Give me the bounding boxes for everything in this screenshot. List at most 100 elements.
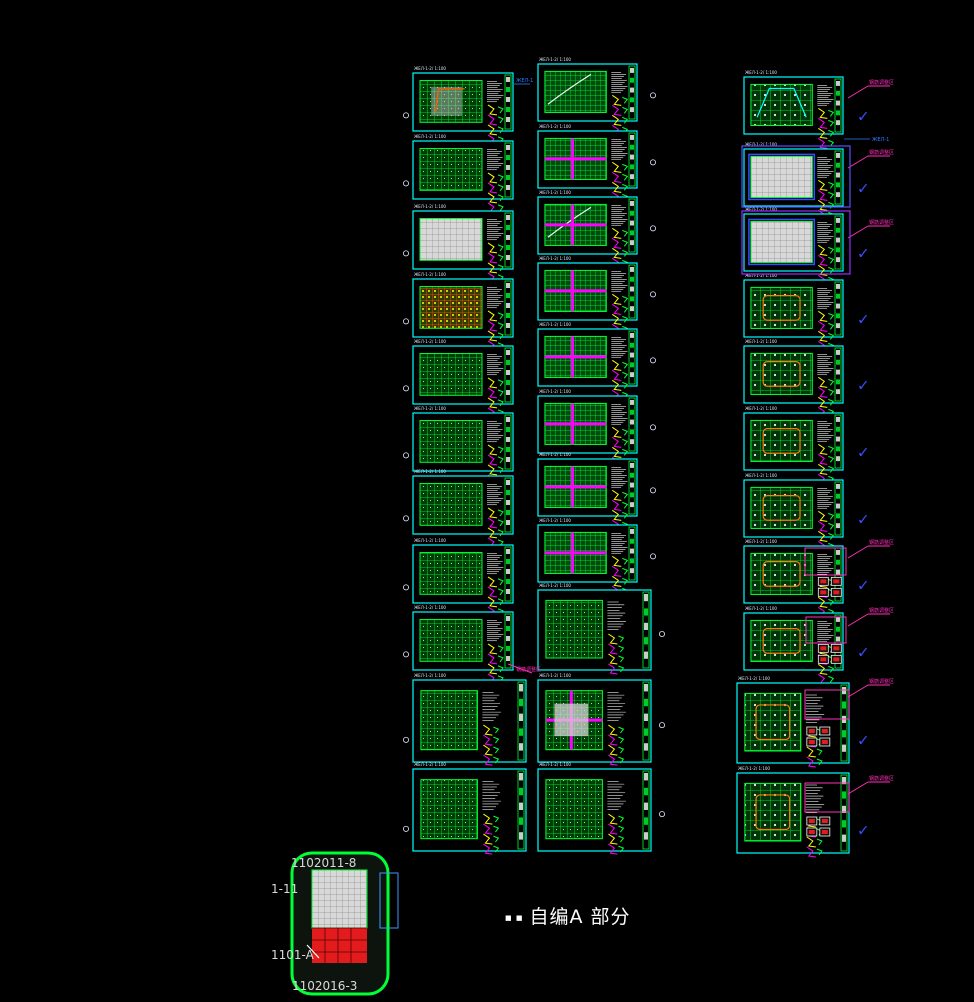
detail-mark [622, 511, 629, 519]
check-mark-icon[interactable]: ✓ [857, 643, 870, 661]
sheet-marker-circle[interactable] [659, 722, 666, 729]
sheet-marker-circle[interactable] [650, 92, 657, 99]
sheet-marker-circle[interactable] [402, 515, 409, 522]
selection-box[interactable] [741, 210, 851, 275]
title-block-mark [836, 569, 840, 575]
sheet-right-4[interactable]: ЖЕЛ-1-2/ 1:100 [743, 273, 844, 352]
check-mark-icon[interactable]: ✓ [857, 179, 870, 197]
markup-callout[interactable]: 钢筋调整区 [847, 539, 894, 559]
check-mark-icon[interactable]: ✓ [857, 731, 870, 749]
check-mark-icon[interactable]: ✓ [857, 443, 870, 461]
detail-red-fill [808, 740, 815, 744]
sheet-marker-circle[interactable] [650, 553, 657, 560]
sheet-marker-circle[interactable] [402, 318, 409, 325]
sheet-marker-circle[interactable] [402, 651, 409, 658]
sheet-marker-circle[interactable] [650, 291, 657, 298]
title-block-mark [644, 802, 648, 810]
detail-mark [487, 242, 498, 254]
sheet-left-11[interactable]: ЖЕЛ-1-2/ 1:100 [412, 762, 527, 855]
sheet-marker-circle[interactable] [650, 487, 657, 494]
sheet-marker-circle[interactable] [650, 159, 657, 166]
sheet-marker-circle[interactable] [402, 385, 409, 392]
title-block-mark [836, 636, 840, 642]
sheet-left-1[interactable]: ЖЕЛ-1-2/ 1:100 [412, 66, 514, 146]
sheet-marker-circle[interactable] [650, 424, 657, 431]
sheet-middle-10[interactable]: ЖЕЛ-1-2/ 1:100 [537, 673, 652, 766]
sheet-right-1[interactable]: ЖЕЛ-1-2/ 1:100 [743, 70, 844, 149]
markup-callout[interactable]: 钢筋调整区 [847, 775, 894, 795]
sheet-right-10[interactable]: ЖЕЛ-1-2/ 1:100 [736, 676, 850, 768]
sheet-middle-2[interactable]: ЖЕЛ-1-2/ 1:100 [537, 124, 638, 203]
sheet-right-2[interactable]: ЖЕЛ-1-2/ 1:100 [743, 142, 844, 221]
sheet-marker-circle[interactable] [659, 631, 666, 638]
title-block-strip [628, 397, 636, 452]
markup-callout[interactable]: 钢筋调整区 [847, 607, 894, 627]
check-mark-icon[interactable]: ✓ [857, 510, 870, 528]
sheet-middle-5[interactable]: ЖЕЛ-1-2/ 1:100 [537, 322, 638, 401]
thumbnail-red-grid [312, 927, 367, 963]
check-mark-icon[interactable]: ✓ [857, 107, 870, 125]
sheet-marker-circle[interactable] [402, 112, 409, 119]
check-mark-icon[interactable]: ✓ [857, 576, 870, 594]
sheet-marker-circle[interactable] [402, 736, 409, 743]
sheet-right-9[interactable]: ЖЕЛ-1-2/ 1:100 [743, 606, 844, 685]
detail-mark [828, 322, 835, 330]
callout-text: 钢筋调整区 [869, 79, 894, 86]
detail-mark [818, 396, 828, 408]
sheet-marker-circle[interactable] [402, 250, 409, 257]
title-block-mark [630, 240, 634, 246]
sheet-marker-circle[interactable] [650, 225, 657, 232]
sheet-right-7[interactable]: ЖЕЛ-1-2/ 1:100 [743, 473, 844, 552]
title-block-mark [842, 805, 846, 813]
markup-callout[interactable]: 钢筋调整区 [847, 149, 894, 169]
floor-plan-grid [419, 148, 483, 191]
detail-mark [497, 529, 504, 537]
check-mark-icon[interactable]: ✓ [857, 244, 870, 262]
sheet-marker-circle[interactable] [402, 180, 409, 187]
sheet-middle-7[interactable]: ЖЕЛ-1-2/ 1:100 [537, 452, 638, 531]
sheet-left-10[interactable]: ЖЕЛ-1-2/ 1:100 [412, 673, 527, 766]
markup-callout[interactable]: 钢筋调整区 [847, 219, 894, 239]
markup-callout[interactable]: 钢筋调整区 [847, 79, 894, 99]
sheet-label: ЖЕЛ-1-2/ 1:100 [414, 469, 446, 474]
sheet-middle-8[interactable]: ЖЕЛ-1-2/ 1:100 [537, 518, 638, 597]
sheet-right-11[interactable]: ЖЕЛ-1-2/ 1:100 [736, 766, 850, 858]
detail-red-fill [833, 590, 840, 595]
sheet-right-3[interactable]: ЖЕЛ-1-2/ 1:100 [743, 207, 844, 286]
title-block-strip [642, 681, 650, 761]
title-block-strip [834, 414, 842, 469]
title-block-strip [504, 613, 512, 669]
title-block-mark [630, 87, 634, 93]
sheet-marker-circle[interactable] [659, 811, 666, 818]
sheet-left-6[interactable]: ЖЕЛ-1-2/ 1:100 [412, 406, 514, 486]
selection-box[interactable] [741, 145, 851, 208]
sheet-marker-circle[interactable] [402, 452, 409, 459]
check-mark-icon[interactable]: ✓ [857, 821, 870, 839]
sheet-right-5[interactable]: ЖЕЛ-1-2/ 1:100 [743, 339, 844, 418]
sheet-marker-circle[interactable] [402, 825, 409, 832]
markup-callout[interactable]: 钢筋调整区 [847, 678, 894, 698]
sheet-middle-6[interactable]: ЖЕЛ-1-2/ 1:100 [537, 389, 638, 468]
title-block-mark [842, 687, 846, 695]
floor-plan-grid [750, 619, 813, 662]
sheet-left-9[interactable]: ЖЕЛ-1-2/ 1:100 [412, 605, 514, 685]
floor-plan-grid [744, 692, 802, 752]
sheet-left-8[interactable]: ЖЕЛ-1-2/ 1:100 [412, 538, 514, 618]
sheet-middle-11[interactable]: ЖЕЛ-1-2/ 1:100 [537, 762, 652, 855]
check-mark-icon[interactable]: ✓ [857, 376, 870, 394]
sheet-marker-circle[interactable] [402, 584, 409, 591]
check-mark-icon[interactable]: ✓ [857, 310, 870, 328]
sheet-right-6[interactable]: ЖЕЛ-1-2/ 1:100 [743, 406, 844, 485]
sheet-left-2[interactable]: ЖЕЛ-1-2/ 1:100 [412, 134, 514, 214]
sheet-left-5[interactable]: ЖЕЛ-1-2/ 1:100 [412, 339, 514, 419]
sheet-middle-3[interactable]: ЖЕЛ-1-2/ 1:100 [537, 190, 638, 269]
sheet-middle-1[interactable]: ЖЕЛ-1-2/ 1:100 [537, 57, 638, 136]
sheet-middle-9[interactable]: ЖЕЛ-1-2/ 1:100 [537, 583, 652, 675]
sheet-marker-circle[interactable] [650, 357, 657, 364]
sheet-left-7[interactable]: ЖЕЛ-1-2/ 1:100 [412, 469, 514, 549]
sheet-left-3[interactable]: ЖЕЛ-1-2/ 1:100 [412, 204, 514, 284]
sheet-middle-4[interactable]: ЖЕЛ-1-2/ 1:100 [537, 256, 638, 335]
